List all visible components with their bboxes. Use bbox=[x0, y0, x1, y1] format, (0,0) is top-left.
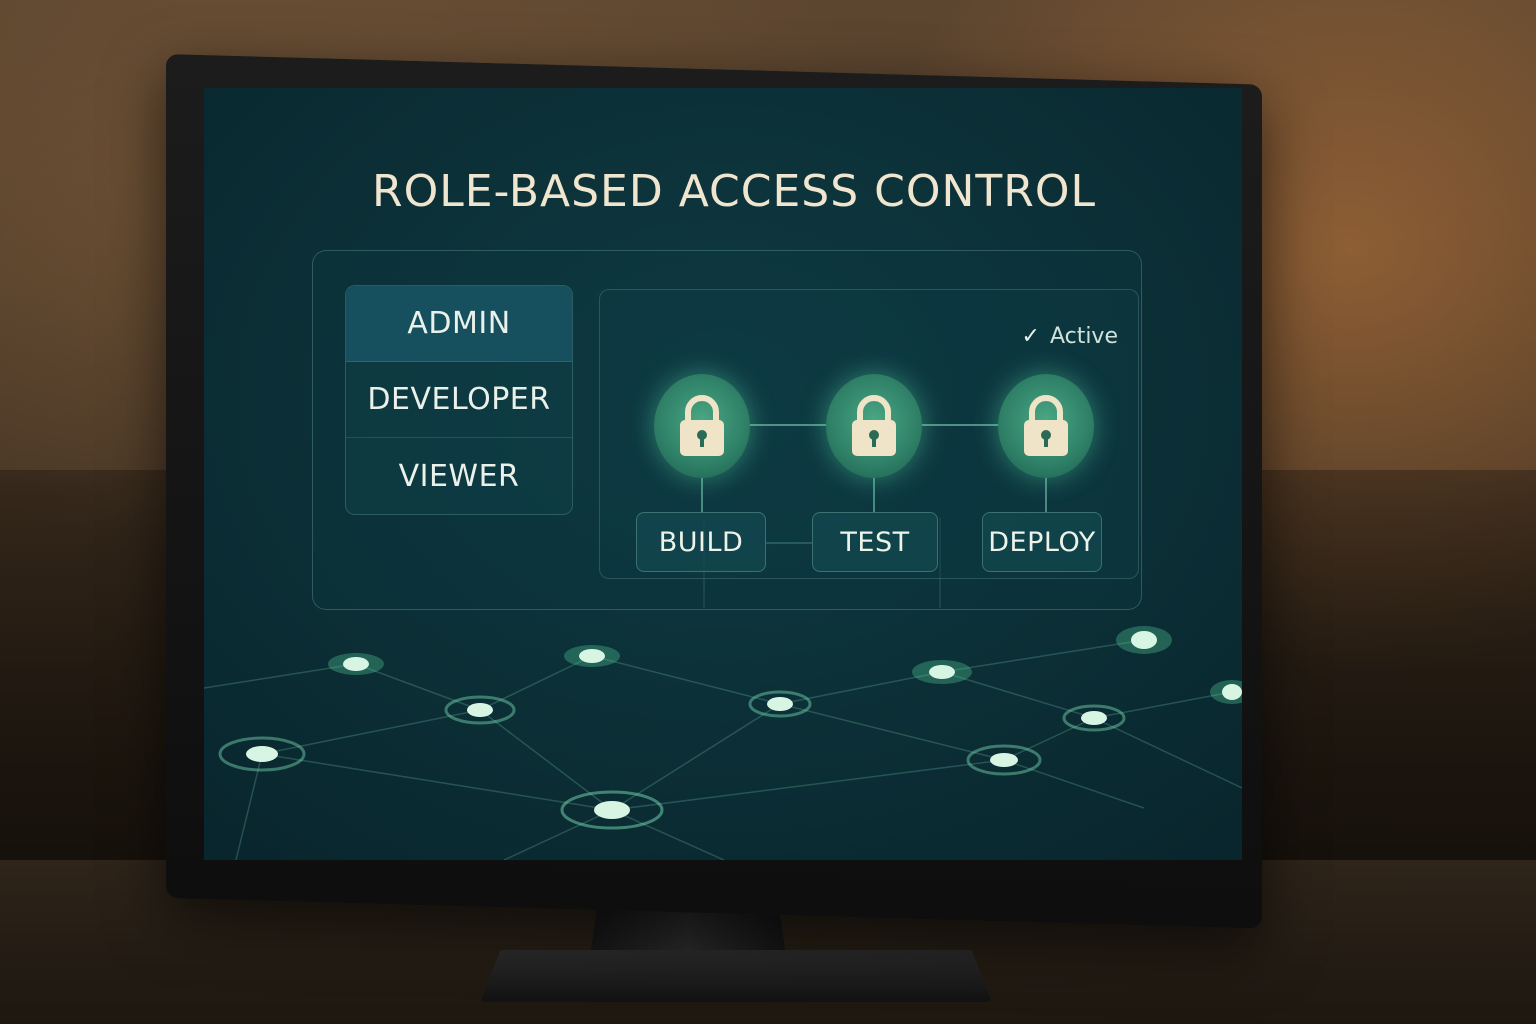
stage-deploy-button[interactable]: DEPLOY bbox=[982, 512, 1102, 572]
role-list: ADMIN DEVELOPER VIEWER bbox=[345, 285, 573, 515]
network-node bbox=[218, 736, 306, 772]
network-node bbox=[444, 695, 516, 725]
monitor-stand-base bbox=[480, 950, 992, 1002]
network-node bbox=[560, 790, 664, 830]
check-icon: ✓ bbox=[1021, 324, 1040, 349]
pipeline-connector bbox=[1045, 476, 1047, 512]
network-node bbox=[912, 660, 972, 684]
role-item-viewer[interactable]: VIEWER bbox=[398, 458, 520, 494]
network-node bbox=[748, 690, 812, 718]
role-item-admin[interactable]: ADMIN bbox=[346, 286, 572, 362]
status-label: Active bbox=[1049, 324, 1118, 349]
page-title: ROLE-BASED ACCESS CONTROL bbox=[372, 166, 1096, 217]
test-lock-node[interactable] bbox=[826, 374, 922, 478]
pipeline-connector bbox=[744, 424, 826, 426]
stage-test-button[interactable]: TEST bbox=[812, 512, 938, 572]
role-item-developer[interactable]: DEVELOPER bbox=[346, 362, 572, 438]
network-node bbox=[1210, 680, 1242, 704]
pipeline-panel: ✓ Active bbox=[599, 289, 1139, 579]
lock-icon bbox=[680, 395, 724, 456]
monitor-screen: ROLE-BASED ACCESS CONTROL ADMIN DEVELOPE… bbox=[204, 88, 1242, 860]
deploy-lock-node[interactable] bbox=[998, 374, 1094, 478]
network-node bbox=[1116, 626, 1172, 654]
network-node bbox=[966, 744, 1042, 776]
stage-build-button[interactable]: BUILD bbox=[636, 512, 766, 572]
build-lock-node[interactable] bbox=[654, 374, 750, 478]
pipeline-connector bbox=[766, 542, 812, 544]
lock-icon bbox=[852, 395, 896, 456]
network-node bbox=[564, 645, 620, 667]
pipeline-connector bbox=[701, 476, 703, 512]
network-node bbox=[328, 653, 384, 675]
network-node bbox=[1062, 704, 1126, 732]
pipeline-connector bbox=[873, 476, 875, 512]
network-graph bbox=[204, 518, 1242, 860]
status-badge: ✓ Active bbox=[1022, 324, 1119, 349]
lock-icon bbox=[1024, 395, 1068, 456]
pipeline-connector bbox=[918, 424, 1000, 426]
access-control-panel: ADMIN DEVELOPER VIEWER ✓ Active bbox=[312, 250, 1142, 610]
